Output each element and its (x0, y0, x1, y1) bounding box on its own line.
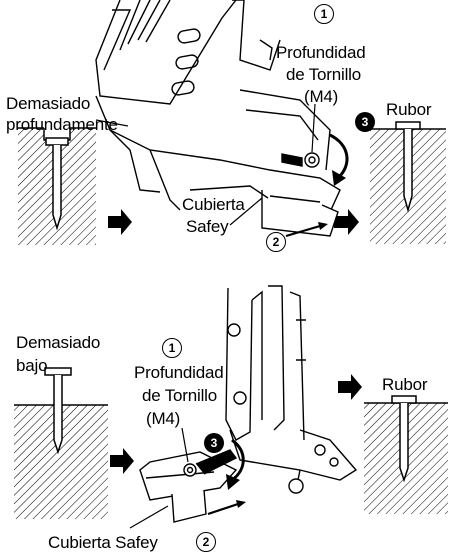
too-shallow-nail (44, 367, 72, 455)
slide-arrow-icon (285, 224, 321, 238)
nailer-tool-top (95, 0, 341, 237)
step-number-3: 3 (204, 433, 224, 453)
too-shallow-label-line2: bajo (16, 356, 48, 375)
depth-screw-label-line1: Profundidad (134, 363, 224, 382)
step-number-2: 2 (266, 232, 286, 252)
safety-cover-label-line2: Safey (186, 217, 229, 236)
depth-screw-label-line3: (M4) (304, 87, 339, 106)
too-deep-label-line2: profundamente (6, 115, 118, 134)
flush-label: Rubor (382, 375, 428, 394)
slide-arrow-head-icon (318, 222, 328, 230)
leader-line (181, 427, 189, 463)
leader-line (229, 197, 263, 226)
flush-wood-block (370, 121, 446, 244)
step-number-2: 2 (196, 532, 216, 552)
nailer-tool-bottom (139, 285, 358, 523)
too-deep-nail (45, 137, 69, 231)
flush-label: Rubor (386, 100, 432, 119)
too-deep-label-line1: Demasiado (6, 94, 91, 113)
rotate-arrow-head-icon (332, 170, 346, 186)
step-number-3: 3 (355, 112, 375, 132)
leader-line (95, 119, 129, 127)
safety-cover-label-line1: Cubierta (182, 195, 245, 214)
rotate-arrow-head-icon (226, 474, 240, 490)
leader-line (311, 103, 316, 153)
depth-screw-label-line2: de Tornillo (286, 65, 361, 84)
arrow-right-icon (110, 448, 134, 474)
slide-arrow-icon (207, 502, 239, 516)
slide-arrow-head-icon (236, 500, 246, 508)
step-number-1: 1 (162, 338, 182, 358)
rotate-arrow-icon (329, 133, 349, 180)
flush-wood-block (364, 395, 448, 514)
depth-screw-label-line1: Profundidad (276, 43, 366, 62)
arrow-right-icon (338, 374, 362, 400)
depth-screw-label-line2: de Tornillo (142, 386, 217, 405)
leader-line (129, 505, 169, 529)
too-shallow-label-line1: Demasiado (16, 333, 101, 352)
step-number-1: 1 (314, 4, 334, 24)
arrow-right-icon (334, 209, 359, 235)
depth-screw-label-line3: (M4) (146, 409, 181, 428)
safety-cover-label: Cubierta Safey (48, 533, 158, 552)
rotate-arrow-icon (231, 438, 245, 482)
arrow-right-icon (108, 209, 132, 235)
